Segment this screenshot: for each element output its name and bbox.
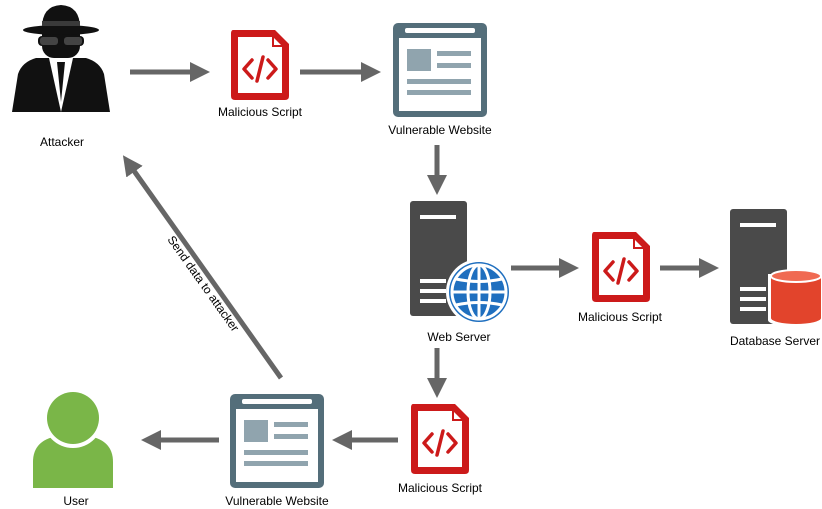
website-bottom-label: Vulnerable Website (225, 494, 329, 508)
browser-window-icon (230, 394, 324, 488)
website-top-label: Vulnerable Website (388, 123, 492, 137)
database-server-label: Database Server (730, 334, 820, 348)
user-label: User (63, 494, 88, 508)
code-file-icon (229, 28, 291, 102)
script-mid-label: Malicious Script (578, 310, 663, 324)
server-database-icon (730, 209, 822, 327)
attacker-label: Attacker (40, 135, 84, 149)
code-file-icon (590, 230, 652, 304)
arrow-website-to-attacker (122, 155, 284, 380)
web-server-label: Web Server (427, 330, 490, 344)
browser-window-icon (393, 23, 487, 117)
code-file-icon (409, 402, 471, 476)
user-icon (33, 388, 113, 488)
spy-icon (12, 5, 110, 112)
script-bottom-label: Malicious Script (398, 481, 483, 495)
send-data-edge-label: Send data to attacker (165, 233, 242, 334)
script-top-label: Malicious Script (218, 105, 303, 119)
server-globe-icon (410, 201, 512, 325)
